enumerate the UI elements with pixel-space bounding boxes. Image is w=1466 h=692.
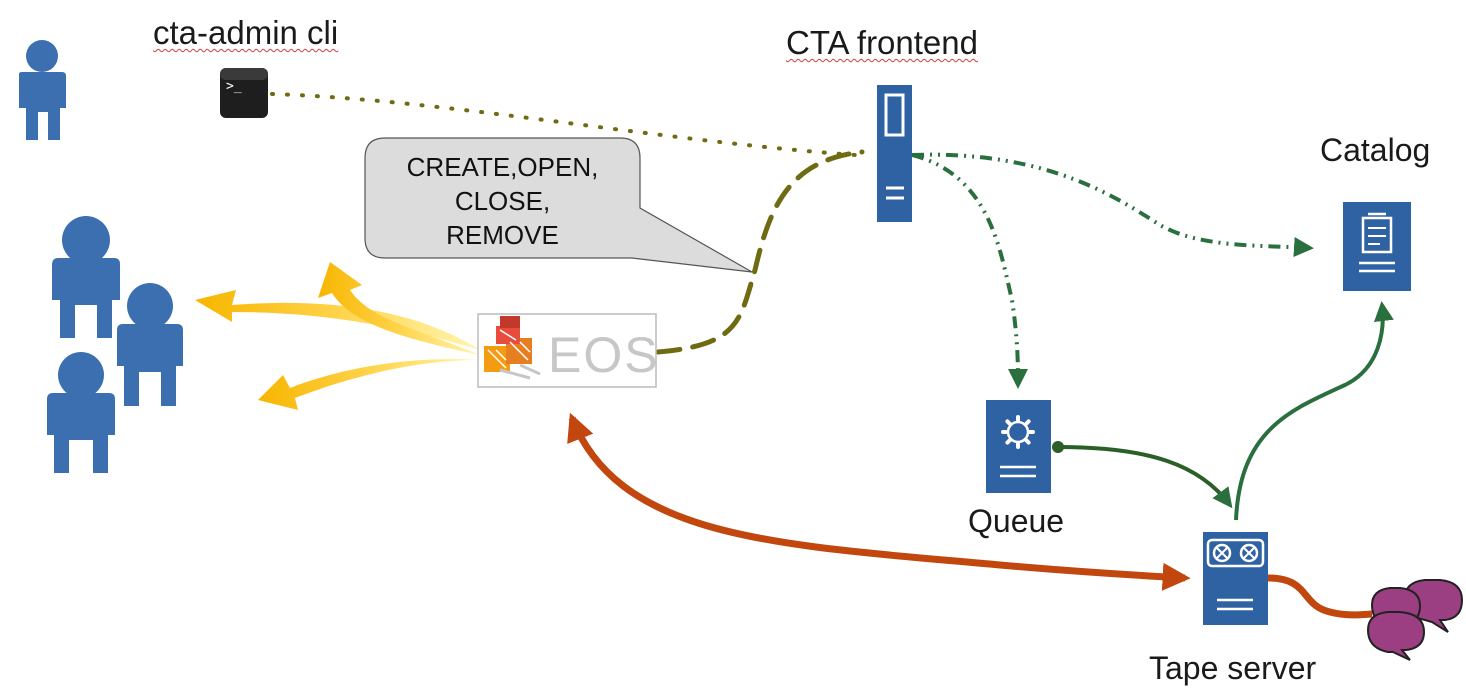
eos-logo[interactable] [477,313,657,388]
tape-to-catalog-link [1234,301,1394,521]
queue-label: Queue [968,503,1065,539]
callout-line: REMOVE [446,220,559,250]
tape-to-cartridge-path [1267,574,1373,619]
terminal-prompt: >_ [226,79,242,94]
catalog-label: Catalog [1320,132,1431,168]
cli-label: cta-admin cli [153,14,338,52]
users-group-icon [47,216,183,473]
person-icon [52,216,120,338]
frontend-server-icon[interactable] [877,85,912,222]
eos-to-users-flow [195,262,480,410]
eos-tape-data-path [567,412,1191,591]
person-icon [117,283,183,406]
frontend-to-queue-link [911,153,1028,389]
cli-to-frontend-link [270,92,857,157]
eos-cubes-icon [484,316,541,380]
frontend-label-text: CTA frontend [786,24,978,61]
callout-bubble [364,137,753,273]
tape-drive-icon [1206,538,1265,568]
frontend-to-catalog-link [911,152,1314,258]
eos-logo-text: EOS [548,327,660,383]
admin-person-icon [19,40,66,140]
tape-server-icon[interactable] [1203,532,1268,625]
catalog-database-icon[interactable] [1343,202,1411,291]
callout-line: CREATE,OPEN, [406,152,599,182]
eos-to-frontend-link [655,149,865,355]
cli-label-text: cta-admin cli [153,14,339,51]
frontend-label: CTA frontend [786,24,978,62]
person-icon [47,352,115,473]
gear-icon [1001,415,1035,449]
callout-line: CLOSE, [454,186,551,216]
tape-cartridge-icon[interactable] [1366,579,1464,661]
queue-server-icon[interactable] [986,400,1051,493]
callout-text: CREATE,OPEN, CLOSE, REMOVE [370,150,635,252]
terminal-icon[interactable]: >_ [220,68,268,118]
tape-server-label: Tape server [1149,650,1317,686]
queue-to-tape-link [1057,445,1233,509]
